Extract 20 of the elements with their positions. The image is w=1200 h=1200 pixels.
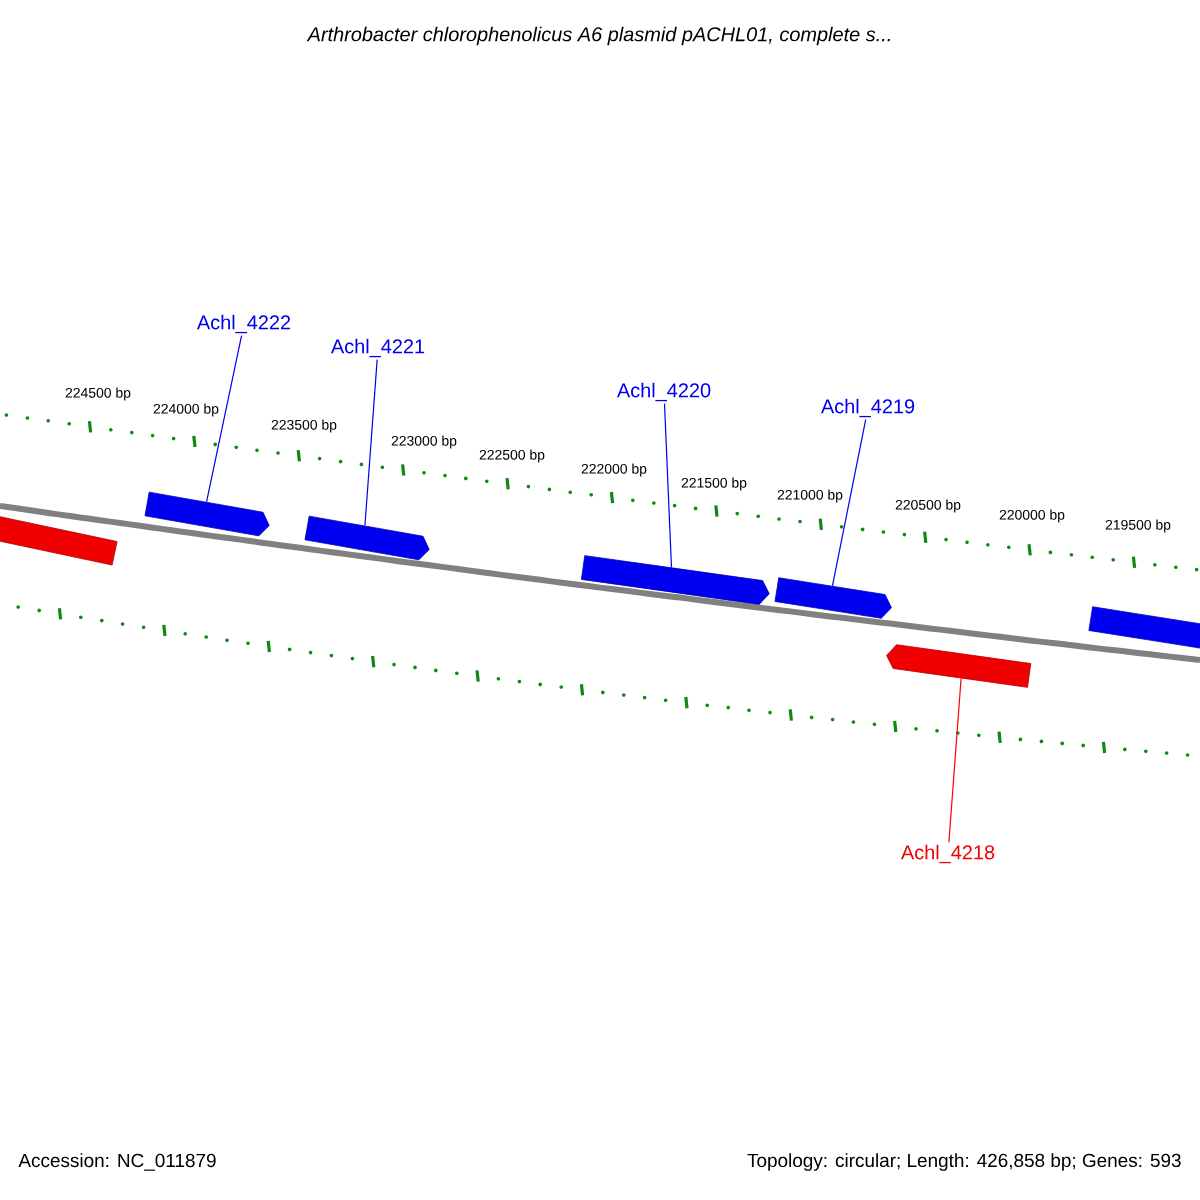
gene-block xyxy=(304,515,430,561)
gene-block xyxy=(1088,606,1200,650)
leader-line xyxy=(364,359,378,527)
leader-line xyxy=(831,419,867,587)
gene-block xyxy=(886,644,1032,688)
summary-text: Topology: circular; Length: 426,858 bp; Genes: 593 xyxy=(747,1153,1181,1171)
gene-label: Achl_4222 xyxy=(196,314,291,334)
leader-line xyxy=(205,335,243,503)
gene-label: Achl_4220 xyxy=(616,382,711,402)
gene-label: Achl_4218 xyxy=(900,844,995,864)
gene-block xyxy=(144,491,270,537)
gene-label: Achl_4219 xyxy=(820,398,915,418)
gene-block xyxy=(581,555,770,605)
gene-block xyxy=(774,577,892,619)
accession-text: Accession: NC_011879 xyxy=(18,1153,216,1171)
gene-block xyxy=(0,514,118,566)
title: Arthrobacter chlorophenolicus A6 plasmid pACHL01, complete s... xyxy=(306,26,890,46)
gene-label: Achl_4221 xyxy=(330,338,425,358)
leader-line xyxy=(663,403,673,568)
leader-line xyxy=(948,677,962,843)
